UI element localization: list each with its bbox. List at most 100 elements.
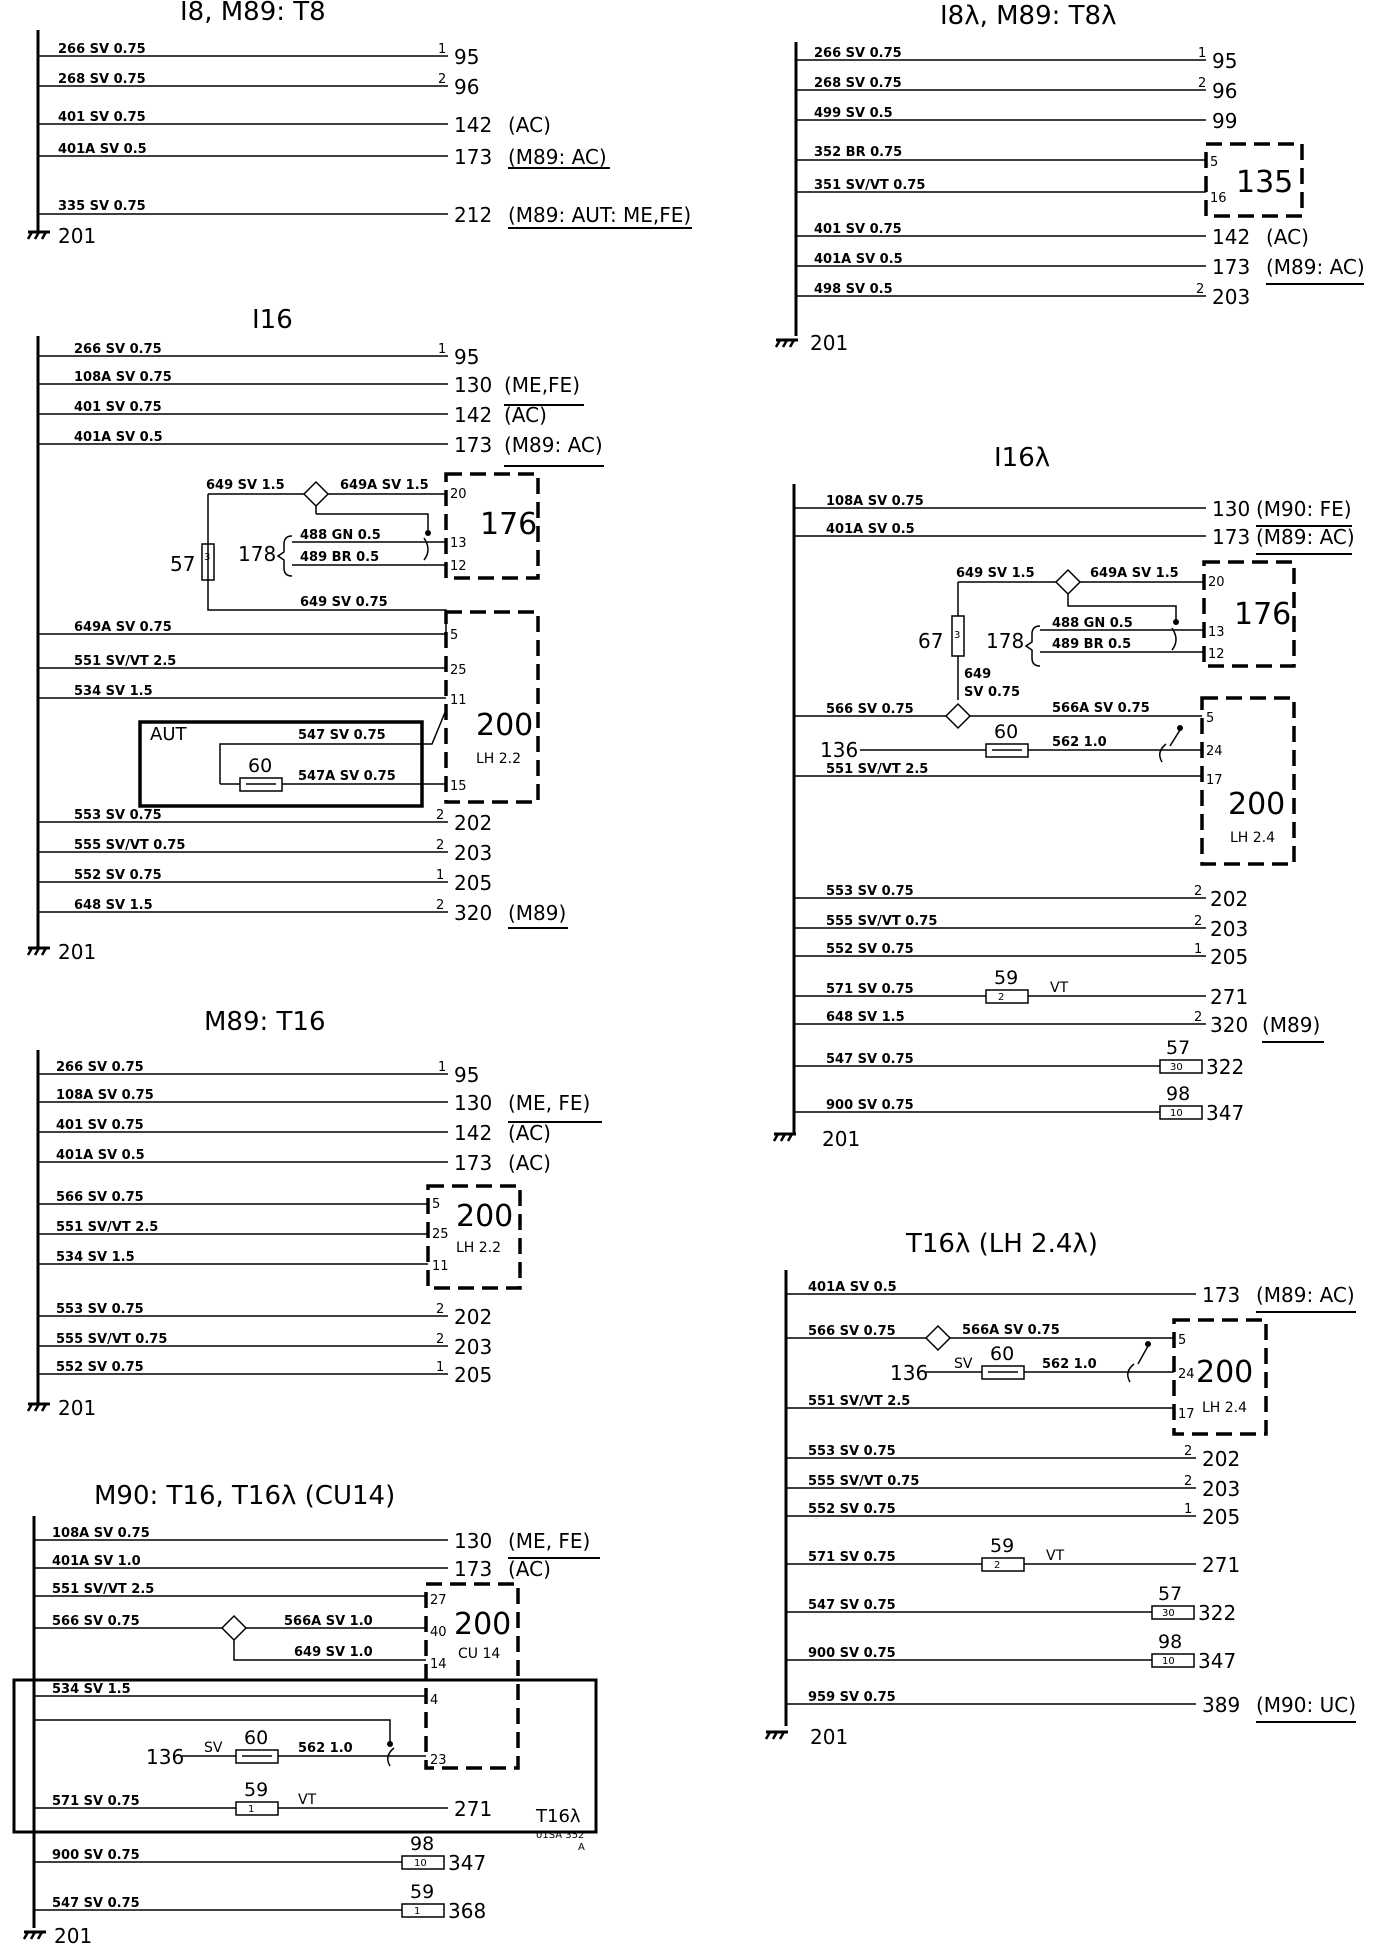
svg-text:CU 14: CU 14 [458,1646,500,1662]
svg-text:108A SV 0.75: 108A SV 0.75 [56,1088,154,1103]
svg-text:1: 1 [1198,46,1206,61]
connector-200: 200 [454,1607,511,1642]
svg-text:547 SV 0.75: 547 SV 0.75 [298,728,386,743]
svg-text:24: 24 [1206,744,1223,759]
svg-text:401A SV 0.5: 401A SV 0.5 [826,522,915,537]
svg-text:57: 57 [1166,1037,1190,1059]
svg-text:205: 205 [1210,945,1248,969]
section-i16: I16 201 266 SV 0.75 1 95 108A SV 0.75 13… [26,305,604,964]
section-t16l-lh24l: T16λ (LH 2.4λ) 201 401A SV 0.5 173 (M89:… [764,1229,1356,1749]
svg-text:1: 1 [438,42,446,57]
svg-text:2: 2 [436,1332,444,1347]
note: (M89: AUT: ME,FE) [508,203,691,227]
svg-text:11: 11 [450,693,467,708]
svg-text:VT: VT [1050,980,1069,996]
svg-text:173: 173 [1202,1283,1240,1307]
svg-text:95: 95 [454,1063,479,1087]
svg-text:57: 57 [1158,1583,1182,1605]
svg-text:401A SV 0.5: 401A SV 0.5 [56,1148,145,1163]
svg-text:566A SV 1.0: 566A SV 1.0 [284,1614,373,1629]
svg-text:551 SV/VT 2.5: 551 SV/VT 2.5 [808,1394,910,1409]
svg-text:649 SV 0.75: 649 SV 0.75 [300,595,388,610]
svg-text:347: 347 [448,1851,486,1875]
svg-text:(M89: AC): (M89: AC) [1266,255,1365,279]
svg-text:203: 203 [454,841,492,865]
svg-text:173: 173 [1212,255,1250,279]
svg-text:551 SV/VT 2.5: 551 SV/VT 2.5 [52,1582,154,1597]
svg-text:4: 4 [430,1693,438,1708]
svg-text:(ME, FE): (ME, FE) [508,1091,590,1115]
svg-text:266 SV 0.75: 266 SV 0.75 [814,46,902,61]
svg-text:10: 10 [414,1858,427,1869]
svg-text:LH 2.4: LH 2.4 [1230,830,1275,846]
section-i16l: I16λ 201 108A SV 0.75 130 (M90: FE) 401A… [772,443,1355,1151]
svg-text:5: 5 [432,1197,440,1212]
ground-label: 201 [810,331,848,355]
svg-text:205: 205 [454,1363,492,1387]
svg-text:5: 5 [1206,711,1214,726]
svg-text:178: 178 [238,542,276,566]
svg-text:108A SV 0.75: 108A SV 0.75 [74,370,172,385]
svg-text:(ME, FE): (ME, FE) [508,1529,590,1553]
svg-text:12: 12 [450,559,467,574]
note: (AC) [508,113,551,137]
svg-text:900 SV 0.75: 900 SV 0.75 [808,1646,896,1661]
section-title: I16λ [994,443,1050,473]
svg-text:351 SV/VT 0.75: 351 SV/VT 0.75 [814,178,925,193]
svg-text:499 SV 0.5: 499 SV 0.5 [814,106,893,121]
svg-text:555 SV/VT 0.75: 555 SV/VT 0.75 [826,914,937,929]
svg-text:2: 2 [436,1302,444,1317]
svg-text:60: 60 [244,1727,268,1749]
section-title: T16λ (LH 2.4λ) [905,1229,1098,1259]
svg-text:552 SV 0.75: 552 SV 0.75 [74,868,162,883]
svg-text:01SA 352: 01SA 352 [536,1830,584,1841]
note: (M89: AC) [508,145,607,169]
svg-text:173: 173 [1212,525,1250,549]
svg-text:96: 96 [1212,79,1237,103]
svg-text:LH 2.2: LH 2.2 [476,751,521,767]
svg-text:130: 130 [454,373,492,397]
svg-text:649: 649 [964,667,991,682]
svg-text:649 SV 1.5: 649 SV 1.5 [956,566,1035,581]
ground-label: 201 [58,1396,96,1420]
svg-text:488 GN 0.5: 488 GN 0.5 [1052,616,1133,631]
section-title: M90: T16, T16λ (CU14) [94,1481,395,1511]
ground-label: 201 [58,224,96,248]
svg-text:534 SV 1.5: 534 SV 1.5 [52,1682,131,1697]
connector-200: 200 [1196,1355,1253,1390]
svg-text:1: 1 [438,1060,446,1075]
svg-text:AUT: AUT [150,724,187,745]
terminal: 95 [454,45,479,69]
svg-text:547 SV 0.75: 547 SV 0.75 [808,1598,896,1613]
svg-text:11: 11 [432,1259,449,1274]
svg-text:649A SV 1.5: 649A SV 1.5 [1090,566,1179,581]
svg-text:2: 2 [998,992,1004,1003]
svg-text:95: 95 [1212,49,1237,73]
section-i8-t8: I8, M89: T8 201 266 SV 0.75 1 95 268 SV … [26,0,692,248]
svg-text:(M89): (M89) [508,901,566,925]
svg-text:322: 322 [1198,1601,1236,1625]
svg-text:(AC): (AC) [508,1557,551,1581]
wire-label: 335 SV 0.75 [58,199,146,214]
svg-text:547 SV 0.75: 547 SV 0.75 [826,1052,914,1067]
svg-text:1: 1 [436,1360,444,1375]
svg-text:25: 25 [432,1227,449,1242]
svg-text:60: 60 [994,721,1018,743]
connector-200: 200 [456,1199,513,1234]
svg-text:320: 320 [454,901,492,925]
svg-text:60: 60 [248,755,272,777]
svg-text:347: 347 [1206,1101,1244,1125]
section-title: I8, M89: T8 [180,0,326,27]
svg-text:571 SV 0.75: 571 SV 0.75 [808,1550,896,1565]
svg-text:57: 57 [170,552,195,576]
svg-text:T16λ: T16λ [535,1806,581,1827]
svg-text:13: 13 [450,536,467,551]
svg-text:130: 130 [1212,497,1250,521]
svg-text:203: 203 [1210,917,1248,941]
svg-text:(M90: UC): (M90: UC) [1256,1693,1356,1717]
svg-text:205: 205 [1202,1505,1240,1529]
svg-text:2: 2 [1198,76,1206,91]
svg-text:401A SV 0.5: 401A SV 0.5 [814,252,903,267]
svg-text:566A SV 0.75: 566A SV 0.75 [962,1323,1060,1338]
svg-text:649A SV 0.75: 649A SV 0.75 [74,620,172,635]
